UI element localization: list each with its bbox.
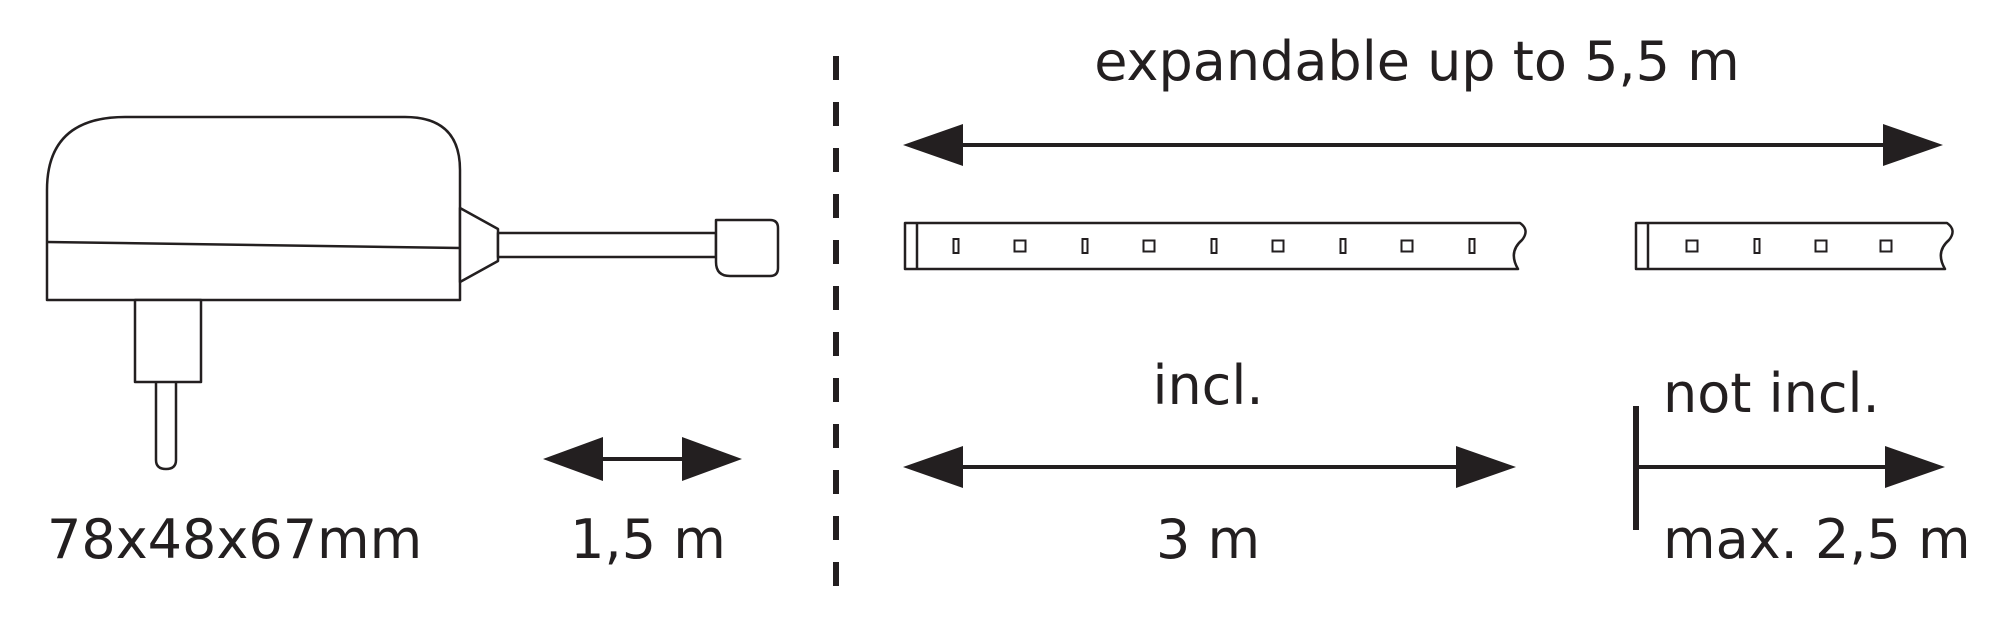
included-label: incl. [1152,354,1263,417]
expandable-label: expandable up to 5,5 m [1094,30,1740,93]
included-led-strip [903,221,1527,271]
extension-label: not incl. [1663,362,1880,425]
extension-led-strip [1634,221,1954,271]
adapter-dimensions-label: 78x48x67mm [47,508,422,571]
expandable-length-arrow [903,124,1943,166]
included-length-label: 3 m [1156,508,1260,571]
power-adapter-icon [45,115,780,471]
extension-length-arrow [1633,406,1945,530]
cable-length-arrow [543,437,742,481]
cable-length-label: 1,5 m [570,508,726,571]
included-length-arrow [903,446,1516,488]
extension-length-label: max. 2,5 m [1663,508,1971,571]
